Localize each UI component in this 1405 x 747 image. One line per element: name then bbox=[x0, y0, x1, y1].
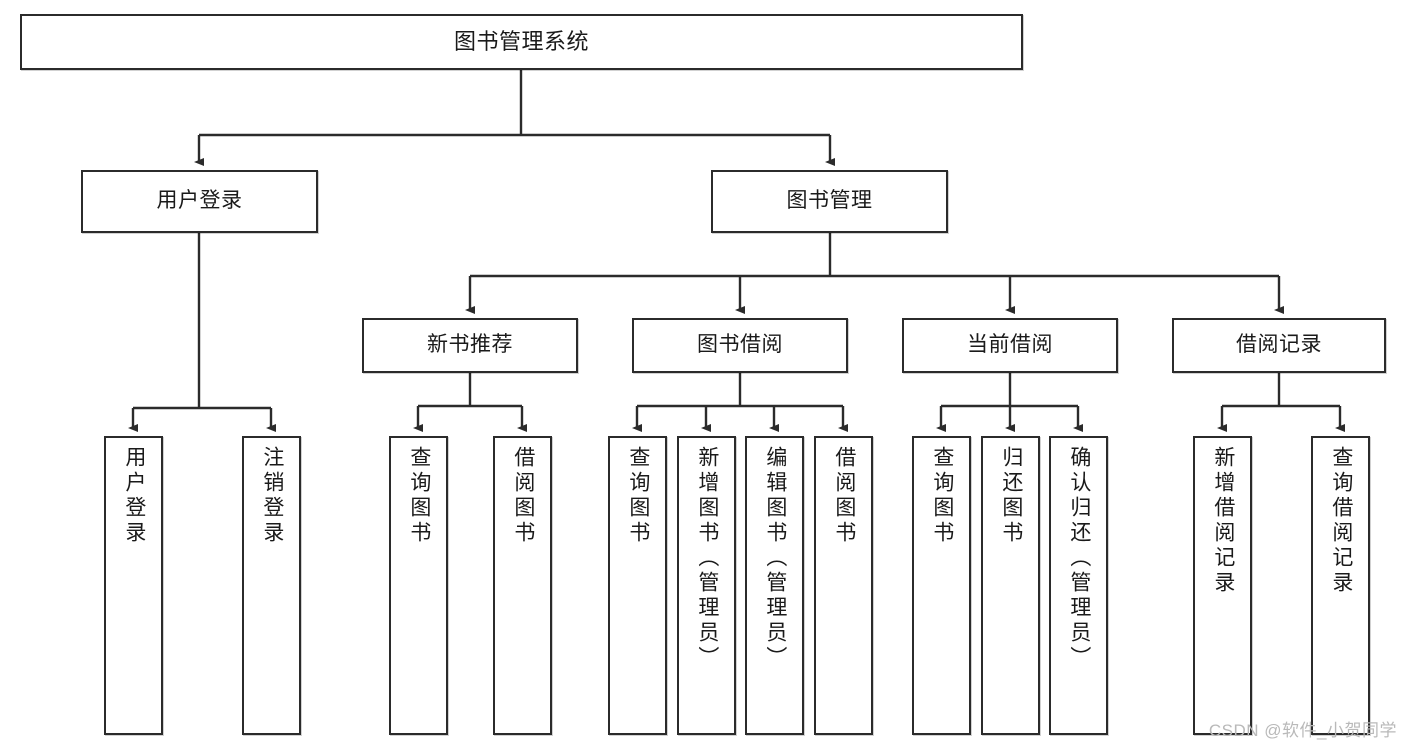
leaf-current-borrow-confirm-return[interactable]: 确认归还（管理员） bbox=[1049, 436, 1108, 735]
leaf-book-borrow-query[interactable]: 查询图书 bbox=[608, 436, 667, 735]
watermark-text: CSDN @软件_小贺同学 bbox=[1208, 721, 1397, 740]
node-label: 查询借阅记录 bbox=[1329, 446, 1353, 596]
node-label: 新增借阅记录 bbox=[1211, 446, 1235, 596]
leaf-new-book-query[interactable]: 查询图书 bbox=[389, 436, 448, 735]
node-label: 注销登录 bbox=[260, 446, 284, 546]
node-label: 图书管理 bbox=[786, 189, 873, 213]
node-label: 用户登录 bbox=[156, 189, 243, 213]
node-label: 图书管理系统 bbox=[453, 29, 589, 55]
node-root-system[interactable]: 图书管理系统 bbox=[20, 14, 1023, 70]
node-label: 图书借阅 bbox=[697, 333, 783, 357]
node-book-management[interactable]: 图书管理 bbox=[711, 170, 948, 233]
node-book-borrow[interactable]: 图书借阅 bbox=[632, 318, 848, 373]
node-label: 用户登录 bbox=[122, 446, 146, 546]
node-label: 当前借阅 bbox=[967, 333, 1053, 357]
node-label: 借阅记录 bbox=[1236, 333, 1322, 357]
node-label: 查询图书 bbox=[626, 446, 650, 546]
leaf-book-borrow-borrow[interactable]: 借阅图书 bbox=[814, 436, 873, 735]
leaf-current-borrow-query[interactable]: 查询图书 bbox=[912, 436, 971, 735]
node-label: 查询图书 bbox=[930, 446, 954, 546]
leaf-book-borrow-add[interactable]: 新增图书（管理员） bbox=[677, 436, 736, 735]
node-label: 查询图书 bbox=[407, 446, 431, 546]
node-label: 归还图书 bbox=[999, 446, 1023, 546]
node-borrow-record[interactable]: 借阅记录 bbox=[1172, 318, 1386, 373]
leaf-borrow-record-query[interactable]: 查询借阅记录 bbox=[1311, 436, 1370, 735]
node-current-borrow[interactable]: 当前借阅 bbox=[902, 318, 1118, 373]
leaf-user-login-logout[interactable]: 注销登录 bbox=[242, 436, 301, 735]
node-user-login[interactable]: 用户登录 bbox=[81, 170, 318, 233]
node-new-book-recommend[interactable]: 新书推荐 bbox=[362, 318, 578, 373]
node-label: 编辑图书（管理员） bbox=[763, 446, 787, 671]
node-label: 新书推荐 bbox=[427, 333, 513, 357]
node-label: 新增图书（管理员） bbox=[695, 446, 719, 671]
leaf-current-borrow-return[interactable]: 归还图书 bbox=[981, 436, 1040, 735]
leaf-borrow-record-add[interactable]: 新增借阅记录 bbox=[1193, 436, 1252, 735]
node-label: 确认归还（管理员） bbox=[1067, 446, 1091, 671]
leaf-book-borrow-edit[interactable]: 编辑图书（管理员） bbox=[745, 436, 804, 735]
node-label: 借阅图书 bbox=[511, 446, 535, 546]
leaf-user-login-login[interactable]: 用户登录 bbox=[104, 436, 163, 735]
node-label: 借阅图书 bbox=[832, 446, 856, 546]
leaf-new-book-borrow[interactable]: 借阅图书 bbox=[493, 436, 552, 735]
